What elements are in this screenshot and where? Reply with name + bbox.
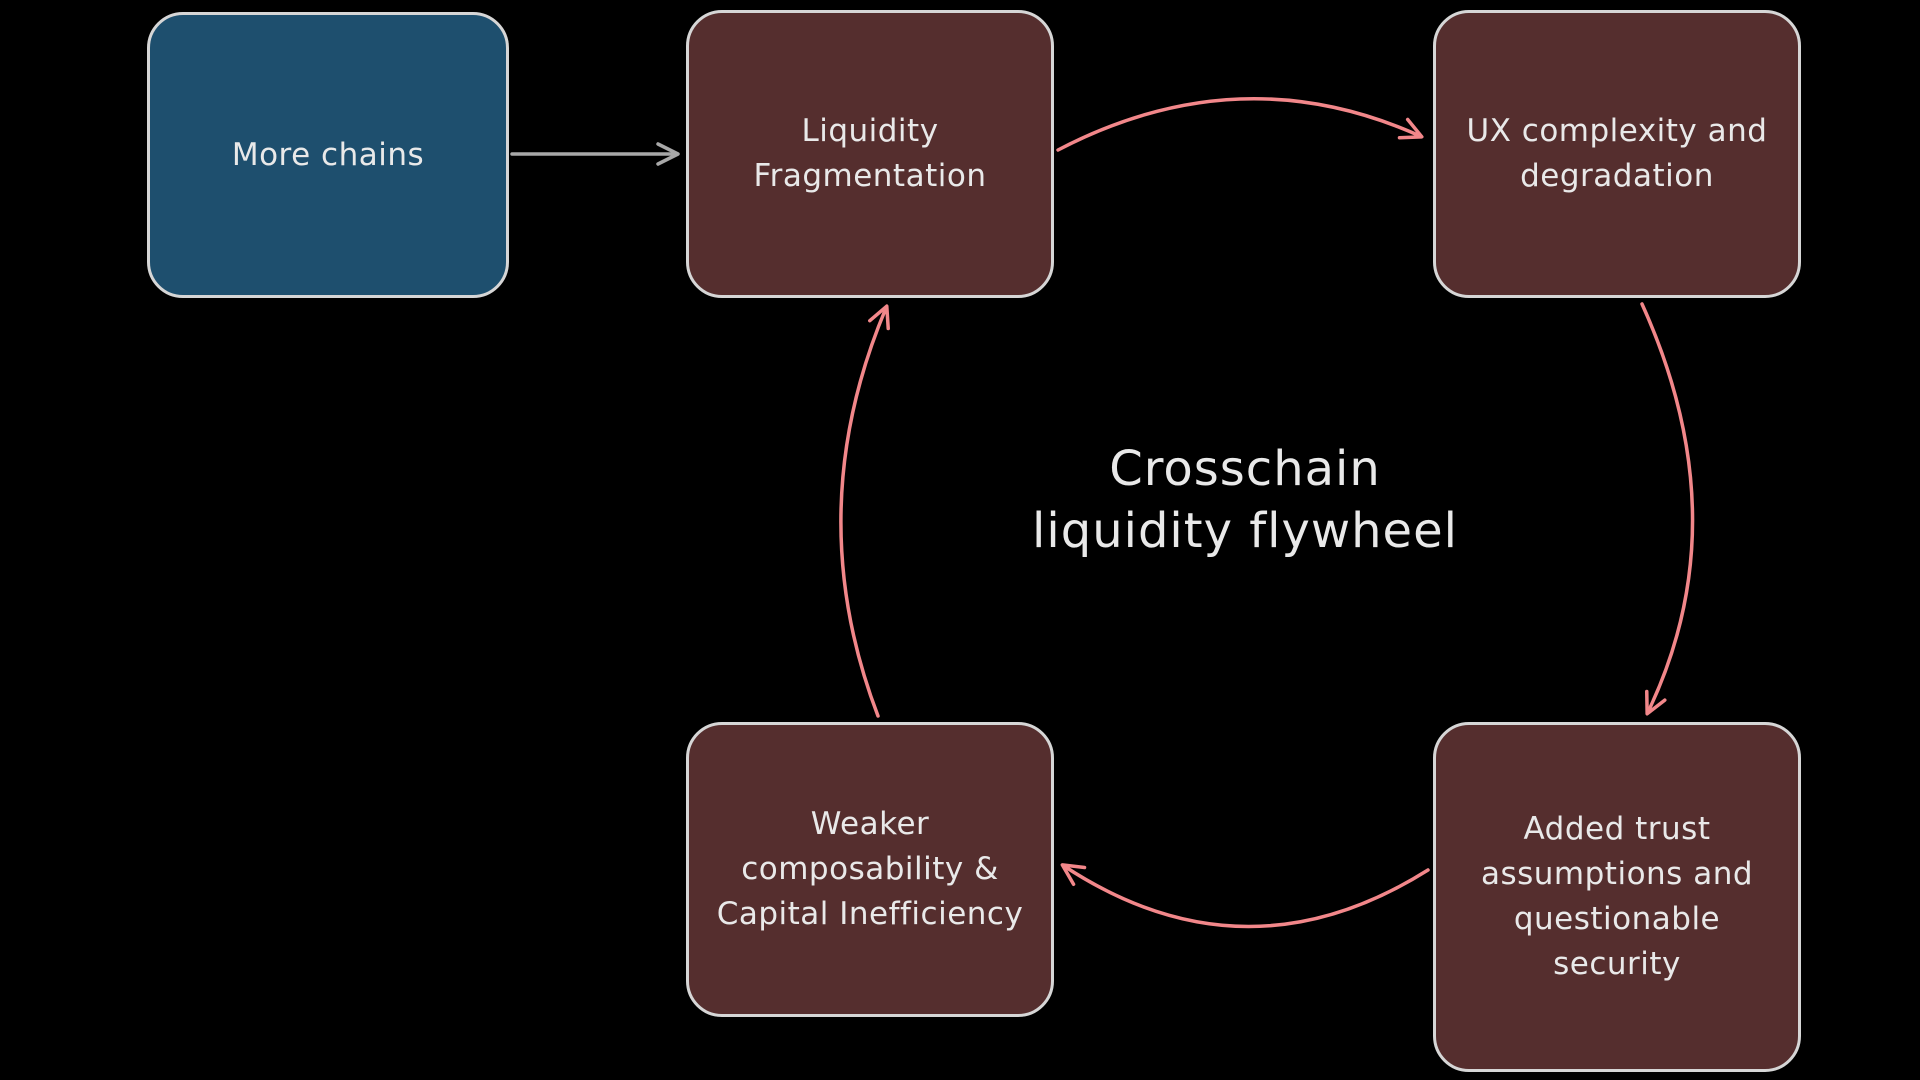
node-weaker-composability: Weaker composability & Capital Inefficie… xyxy=(686,722,1054,1017)
diagram-title-line2: liquidity flywheel xyxy=(1032,503,1458,560)
arrow-added-trust-to-weaker xyxy=(1060,863,1430,929)
node-added-trust-assumptions-label: Added trust assumptions and questionable… xyxy=(1480,811,1754,982)
node-weaker-composability-label: Weaker composability & Capital Inefficie… xyxy=(716,806,1024,932)
node-liquidity-fragmentation-label: Liquidity Fragmentation xyxy=(753,113,987,194)
node-more-chains: More chains xyxy=(147,12,509,298)
arrow-liquidity-to-ux xyxy=(1056,96,1424,152)
arrow-ux-to-added-trust xyxy=(1640,302,1695,716)
node-more-chains-label: More chains xyxy=(231,136,425,173)
node-ux-complexity-degradation: UX complexity and degradation xyxy=(1433,10,1801,298)
diagram-title-line1: Crosschain xyxy=(1109,441,1381,497)
node-added-trust-assumptions: Added trust assumptions and questionable… xyxy=(1433,722,1801,1072)
arrow-weaker-to-liquidity xyxy=(839,304,890,718)
diagram-title: Crosschain liquidity flywheel xyxy=(945,438,1545,563)
node-liquidity-fragmentation: Liquidity Fragmentation xyxy=(686,10,1054,298)
node-ux-complexity-degradation-label: UX complexity and degradation xyxy=(1466,113,1768,194)
